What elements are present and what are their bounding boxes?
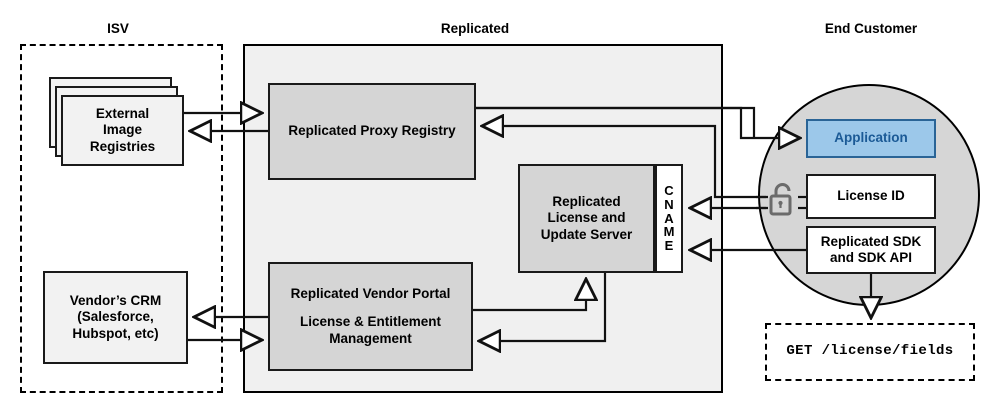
- cname-letter-n: N: [664, 196, 674, 212]
- vendor-crm-line-3: Hubspot, etc): [72, 325, 159, 341]
- replicated-sdk-line-2: and SDK API: [829, 250, 912, 265]
- unlock-icon: [766, 180, 798, 218]
- application[interactable]: Application: [806, 119, 936, 158]
- cname-letter-m: M: [663, 224, 675, 240]
- column-label-end-customer: End Customer: [824, 21, 918, 36]
- cname-letter-c: C: [664, 183, 674, 199]
- license-update-server-line-1: Replicated: [552, 193, 621, 209]
- column-label-replicated: Replicated: [440, 21, 510, 36]
- replicated-proxy-registry[interactable]: Replicated Proxy Registry: [268, 83, 476, 180]
- external-image-registries-line-3: Registries: [89, 138, 156, 154]
- api-call-label: GET /license/fields: [786, 343, 954, 359]
- vendor-crm-line-2: (Salesforce,: [77, 309, 154, 325]
- replicated-sdk[interactable]: Replicated SDK and SDK API: [806, 226, 936, 274]
- license-id[interactable]: License ID: [806, 174, 936, 219]
- vendor-portal-title: Replicated Vendor Portal: [290, 285, 451, 301]
- vendor-crm-line-1: Vendor’s CRM: [69, 292, 162, 308]
- external-image-registries-line-1: External: [95, 105, 150, 121]
- cname-letter-e: E: [664, 238, 674, 254]
- vendor-portal-subtitle-line-2: Management: [329, 330, 412, 346]
- api-call-box: [765, 323, 975, 381]
- license-update-server-line-2: License and: [547, 210, 626, 226]
- license-id-label: License ID: [837, 188, 905, 204]
- isv-zone: [20, 44, 223, 393]
- cname-endpoint[interactable]: C N A M E: [655, 164, 683, 273]
- vendor-crm[interactable]: Vendor’s CRM (Salesforce, Hubspot, etc): [43, 271, 188, 364]
- vendor-portal-subtitle-line-1: License & Entitlement: [299, 314, 442, 330]
- application-label: Application: [834, 130, 908, 146]
- replicated-proxy-registry-label: Replicated Proxy Registry: [288, 123, 456, 139]
- column-label-isv: ISV: [107, 21, 129, 36]
- external-image-registries-line-2: Image: [102, 122, 143, 138]
- replicated-vendor-portal[interactable]: Replicated Vendor Portal License & Entit…: [268, 262, 473, 371]
- replicated-license-update-server[interactable]: Replicated License and Update Server: [518, 164, 655, 273]
- cname-letter-a: A: [664, 210, 674, 226]
- license-update-server-line-3: Update Server: [540, 226, 633, 242]
- external-image-registries[interactable]: External Image Registries: [61, 95, 184, 166]
- replicated-sdk-line-1: Replicated SDK: [820, 233, 922, 249]
